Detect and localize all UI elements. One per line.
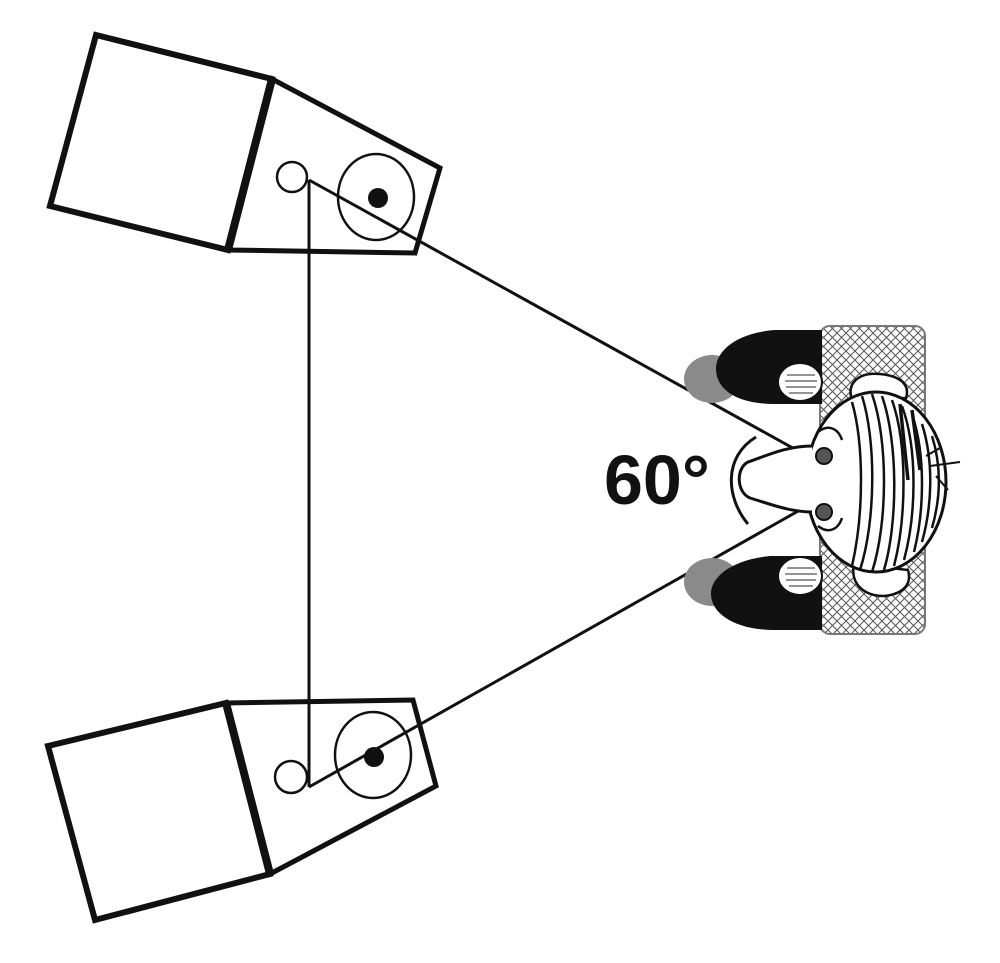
line-bottom-to-listener: [308, 508, 801, 789]
head: [804, 390, 948, 574]
hair: [850, 393, 961, 573]
listening-triangle: [307, 178, 801, 789]
speaker-top-woofer-center: [368, 188, 388, 208]
brow-bottom: [817, 517, 844, 532]
speaker-bottom-tweeter: [273, 759, 309, 795]
hand-top: [777, 362, 823, 402]
eye-top: [815, 447, 833, 465]
angle-arc: [729, 435, 757, 525]
line-top-to-listener: [308, 178, 801, 454]
eye-bottom: [815, 503, 833, 521]
hand-bottom: [777, 556, 823, 596]
nose: [737, 444, 813, 514]
listener: [684, 325, 961, 635]
brow-top: [817, 426, 844, 441]
angle-label: 60°: [604, 441, 710, 519]
speaker-top-tweeter: [275, 160, 309, 194]
speaker-top: [46, 31, 443, 256]
speaker-bottom: [44, 697, 439, 924]
